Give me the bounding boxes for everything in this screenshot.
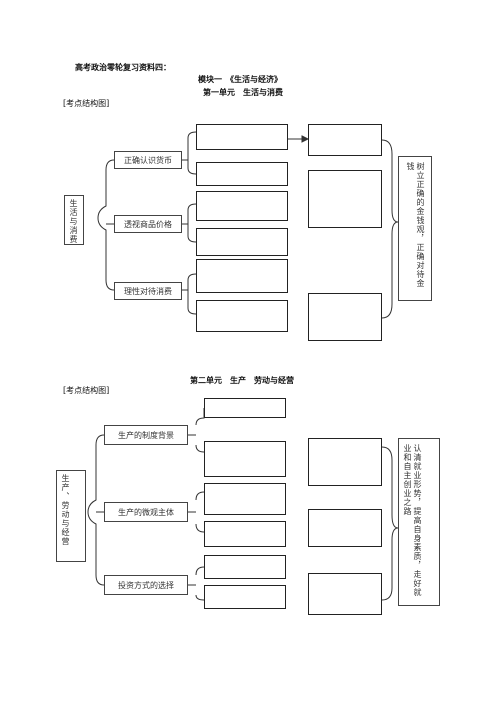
unit2-blank-box [204,521,286,547]
unit1-blank-box [196,162,288,186]
unit2-result-box [308,438,382,486]
unit2-blank-box [204,585,286,609]
unit1-blank-box [196,259,288,293]
unit2-section-label: [考点结构图] [63,386,110,395]
unit2-topic-micro-subject: 生产的微观主体 [104,502,188,522]
unit2-topic-system: 生产的制度背景 [104,425,188,445]
unit1-conclusion-box [398,156,432,301]
unit2-root-box [56,470,86,562]
unit2-root-text: 生产、劳动与经营 [61,474,70,546]
unit2-conclusion-box [398,438,440,606]
module-title: 模块一 《生活与经济》 [198,74,282,84]
unit2-topic-investment: 投资方式的选择 [104,575,188,595]
unit1-blank-box [196,124,288,150]
unit2-conclusion-text: 认清就业形势，提高自身素质，走好就业和自主创业之路 [403,444,422,597]
unit1-root-box [64,195,84,245]
unit2-result-box [308,509,382,547]
unit1-topic-consumption: 理性对待消费 [114,282,182,300]
unit1-topic-money: 正确认识货币 [114,151,182,169]
unit1-title: 第一单元 生活与消费 [203,87,283,97]
unit2-result-box [308,573,382,615]
unit2-blank-box [204,398,286,418]
unit1-section-label: [考点结构图] [63,99,110,108]
unit1-blank-box [196,191,288,221]
unit1-result-box [308,293,382,341]
unit1-conclusion-text: 树立正确的金钱观，正确对待金钱 [406,162,425,288]
unit1-root-text: 生活与消费 [69,199,78,244]
unit1-result-box [308,124,382,156]
unit2-blank-box [204,483,286,515]
unit1-blank-box [196,228,288,256]
unit2-blank-box [204,555,286,579]
unit1-topic-price: 透视商品价格 [114,215,182,233]
unit1-blank-box [196,300,288,332]
unit1-result-box [308,170,382,228]
unit2-blank-box [204,441,286,477]
unit2-title: 第二单元 生产 劳动与经营 [190,375,294,385]
document-title: 高考政治零轮复习资料四： [75,62,171,72]
